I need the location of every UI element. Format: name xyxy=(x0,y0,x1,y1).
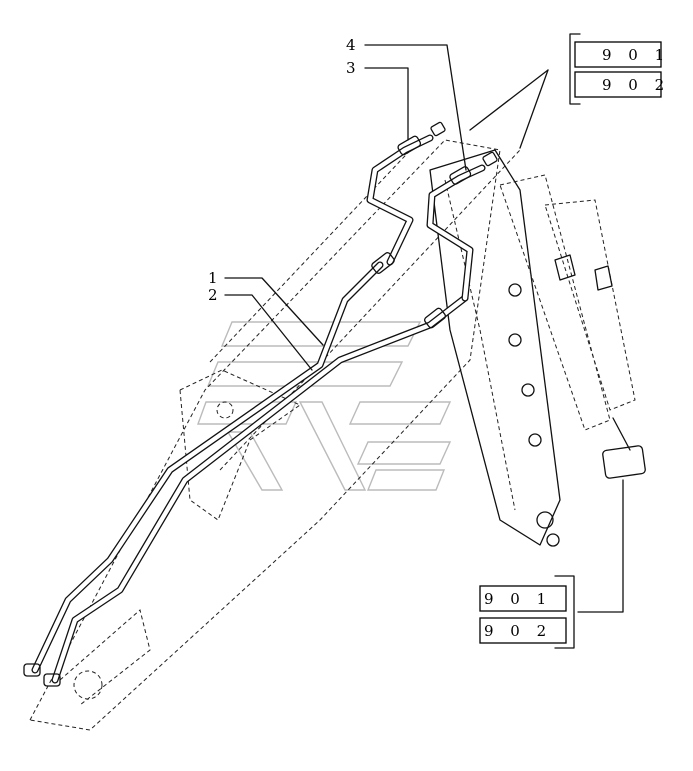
hydraulic-hose-4 xyxy=(426,164,486,302)
hydraulic-pipe-2 xyxy=(51,294,469,684)
reference-box xyxy=(574,41,662,68)
callout-1: 1 xyxy=(208,269,218,287)
reference-box xyxy=(574,71,662,98)
boom-outline xyxy=(29,139,521,731)
leader-lines xyxy=(224,44,624,613)
reference-group-top: 9 0 1 9 0 2 xyxy=(569,33,670,105)
bucket-cylinder xyxy=(499,174,646,479)
hydraulic-hose-3 xyxy=(366,134,434,266)
reference-group-bottom: 9 0 1 9 0 2 xyxy=(479,575,575,649)
reference-code: 9 0 1 xyxy=(484,590,552,608)
reference-code: 9 0 2 xyxy=(602,76,670,94)
reference-code: 9 0 2 xyxy=(484,622,552,640)
reference-code: 9 0 1 xyxy=(602,46,670,64)
callout-3: 3 xyxy=(346,59,356,77)
pipe-fittings xyxy=(23,121,498,687)
callout-4: 4 xyxy=(346,36,356,54)
dipper-arm xyxy=(429,149,561,547)
reference-box xyxy=(479,617,567,644)
hydraulic-pipe-1 xyxy=(31,261,384,674)
reference-box xyxy=(479,585,567,612)
callout-2: 2 xyxy=(208,286,218,304)
